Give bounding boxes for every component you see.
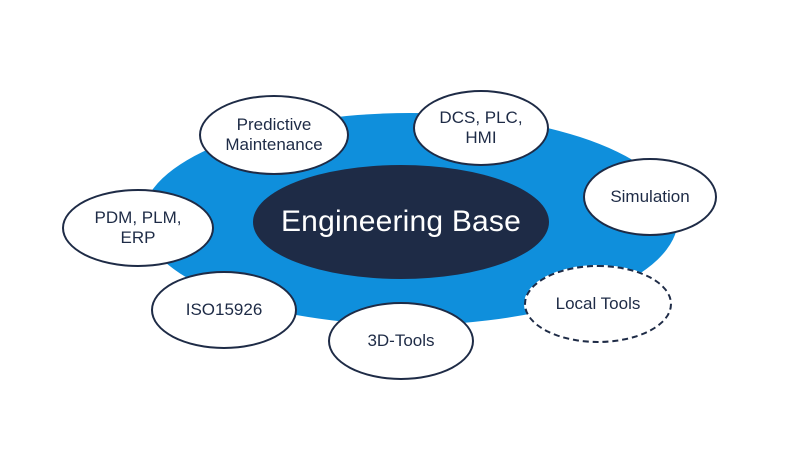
engineering-base-hub: Engineering Base bbox=[253, 165, 549, 279]
node-label: DCS, PLC, HMI bbox=[439, 107, 523, 147]
node-label: Predictive Maintenance bbox=[225, 114, 323, 154]
node-predictive-maintenance: Predictive Maintenance bbox=[199, 95, 349, 175]
node-iso15926: ISO15926 bbox=[151, 271, 297, 349]
node-dcs-plc-hmi: DCS, PLC, HMI bbox=[413, 90, 549, 166]
node-label: ISO15926 bbox=[185, 299, 263, 319]
node-local-tools: Local Tools bbox=[524, 265, 672, 343]
node-pdm-plm-erp: PDM, PLM, ERP bbox=[62, 189, 214, 267]
node-3d-tools: 3D-Tools bbox=[328, 302, 474, 380]
node-simulation: Simulation bbox=[583, 158, 717, 236]
hub-label: Engineering Base bbox=[280, 205, 522, 238]
node-label: PDM, PLM, ERP bbox=[94, 207, 182, 247]
node-label: Simulation bbox=[610, 186, 690, 206]
node-label: 3D-Tools bbox=[367, 330, 435, 350]
node-label: Local Tools bbox=[555, 293, 641, 313]
